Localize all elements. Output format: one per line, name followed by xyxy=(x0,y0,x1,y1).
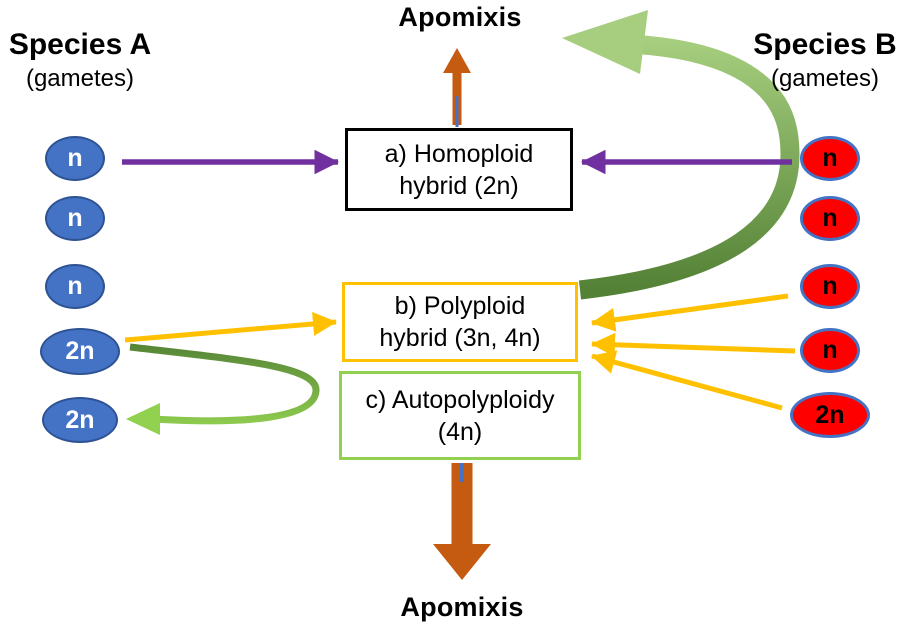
gamete-b-3-label: n xyxy=(822,272,838,300)
autopolyploidy-loop-curve xyxy=(129,343,320,425)
gamete-b-4: n xyxy=(800,328,860,373)
polyploid-to-apomixis-arrowhead xyxy=(562,10,648,74)
gamete-b-2: n xyxy=(800,196,860,241)
species-b-heading: Species B (gametes) xyxy=(745,28,903,93)
autopolyploidy-box: c) Autopolyploidy (4n) xyxy=(339,371,581,460)
gamete-a-2-label: n xyxy=(67,204,83,232)
gamete-b-n4-to-polyploid-arrow xyxy=(591,332,796,357)
gamete-b-1-label: n xyxy=(822,144,838,172)
gamete-b-4-label: n xyxy=(822,336,838,364)
autopolyploidy-apomixis-arrowhead xyxy=(433,544,491,580)
homoploid-hybrid-line1: a) Homoploid xyxy=(384,139,534,168)
gamete-b-3: n xyxy=(800,264,860,309)
polyploid-to-apomixis-curve xyxy=(578,34,800,300)
homoploid-apomixis-arrowhead xyxy=(443,48,471,73)
gamete-a-1-label: n xyxy=(67,144,83,172)
species-a-heading: Species A (gametes) xyxy=(0,28,160,93)
species-a-subtitle: (gametes) xyxy=(25,65,135,92)
apomixis-label-bottom: Apomixis xyxy=(400,592,524,622)
gamete-b-5: 2n xyxy=(790,392,870,438)
gamete-a-3: n xyxy=(45,264,105,309)
gamete-b-2-label: n xyxy=(822,204,838,232)
autopolyploidy-line1: c) Autopolyploidy xyxy=(365,385,555,414)
gamete-a-5: 2n xyxy=(42,397,118,443)
gamete-b-1: n xyxy=(800,136,860,181)
homoploid-hybrid-line2: hybrid (2n) xyxy=(399,171,519,200)
autopolyploidy-line2: (4n) xyxy=(437,417,483,446)
autopolyploidy-loop-arrowhead xyxy=(126,403,160,435)
polyploid-hybrid-line2: hybrid (3n, 4n) xyxy=(379,324,541,352)
apomixis-label-top: Apomixis xyxy=(398,2,522,32)
species-b-title: Species B xyxy=(753,28,897,61)
gamete-a-4-label: 2n xyxy=(65,337,95,365)
homoploid-hybrid-box: a) Homoploid hybrid (2n) xyxy=(345,128,573,211)
gamete-a-2: n xyxy=(45,196,105,241)
gamete-a-2n-to-polyploid-arrow xyxy=(124,311,337,343)
species-a-title: Species A xyxy=(8,28,152,61)
gamete-a-1: n xyxy=(45,136,105,181)
species-b-subtitle: (gametes) xyxy=(770,65,880,92)
gamete-b-2n-to-polyploid-arrow xyxy=(591,350,783,411)
gamete-b-n3-to-polyploid-arrow xyxy=(591,293,789,332)
polyploid-hybrid-line1: b) Polyploid xyxy=(394,292,526,320)
gamete-a-4: 2n xyxy=(40,328,120,375)
gamete-a-3-label: n xyxy=(67,272,83,300)
gamete-b-5-label: 2n xyxy=(815,400,845,429)
gamete-a-5-label: 2n xyxy=(65,405,95,434)
polyploid-hybrid-box: b) Polyploid hybrid (3n, 4n) xyxy=(342,282,578,362)
